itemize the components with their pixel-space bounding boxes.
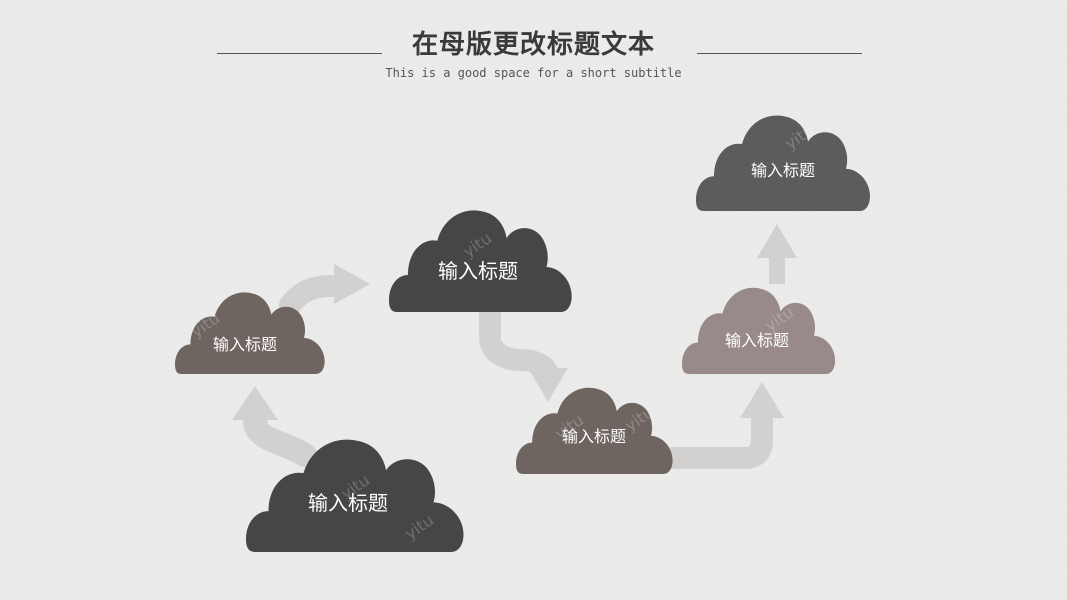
connector-arrow-5 bbox=[769, 256, 785, 284]
cloud-5-label: 输入标题 bbox=[725, 331, 789, 350]
connector-arrowhead-5 bbox=[757, 224, 797, 258]
connectors bbox=[232, 224, 797, 469]
connector-arrow-2 bbox=[279, 275, 343, 316]
cloud-3-label: 输入标题 bbox=[438, 259, 518, 283]
slide-title: 在母版更改标题文本 bbox=[411, 30, 655, 60]
connector-arrow-1 bbox=[243, 406, 317, 467]
connector-arrowhead-2 bbox=[334, 264, 370, 304]
connector-arrowhead-4 bbox=[740, 382, 784, 418]
cloud-2-label: 输入标题 bbox=[213, 335, 277, 354]
connector-arrow-4 bbox=[661, 407, 773, 469]
title-rule-right bbox=[697, 53, 862, 54]
title-rule-left bbox=[217, 53, 382, 54]
connector-arrow-3 bbox=[479, 304, 559, 387]
connector-arrowhead-1 bbox=[232, 386, 278, 420]
slide-subtitle: This is a good space for a short subtitl… bbox=[385, 66, 682, 80]
cloud-1-label: 输入标题 bbox=[308, 491, 388, 515]
connector-arrowhead-3 bbox=[528, 368, 568, 402]
cloud-6-label: 输入标题 bbox=[751, 161, 815, 180]
cloud-4-label: 输入标题 bbox=[562, 427, 626, 446]
